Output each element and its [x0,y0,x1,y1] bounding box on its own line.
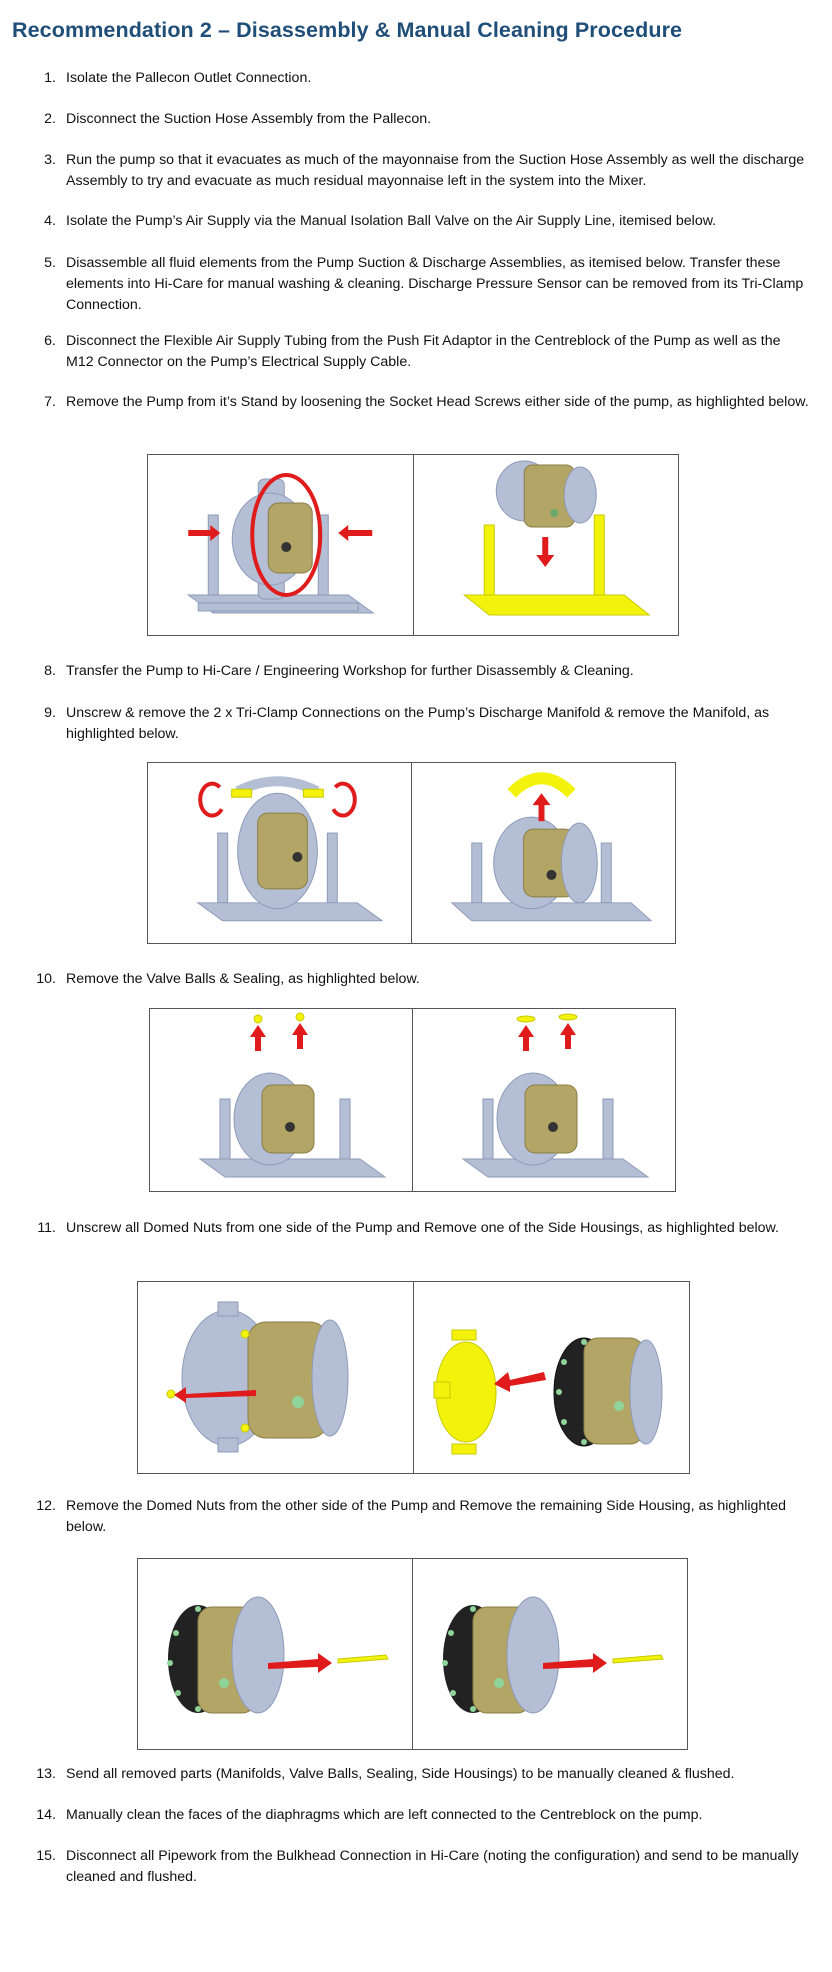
step-number: 2. [44,111,56,127]
step-number: 8. [44,663,56,679]
step-number: 10. [36,971,56,987]
figure-panel-lift-manifold [411,763,675,943]
stand [450,842,653,922]
step-number: 1. [44,70,56,86]
step-text: Send all removed parts (Manifolds, Valve… [66,1766,735,1782]
figure-panel-sealing [412,1009,675,1191]
step-text: Disconnect the Flexible Air Supply Tubin… [66,333,781,370]
red-arrow-up [532,793,551,822]
step-text: Run the pump so that it evacuates as muc… [66,152,805,189]
step-text: Isolate the Pump’s Air Supply via the Ma… [66,213,717,229]
step-number: 9. [44,705,56,721]
green-nuts [167,1606,201,1712]
step-text: Disassemble all fluid elements from the … [66,255,804,313]
sealing-illustration [461,1013,650,1178]
step-text: Isolate the Pallecon Outlet Connection. [66,70,312,86]
pump-body [495,460,597,528]
valve-balls-illustration [198,1012,387,1178]
domed-nuts [166,1329,250,1433]
pump-on-stand-illustration [186,473,375,614]
step-number: 12. [36,1498,56,1514]
step-number: 6. [44,333,56,349]
yellow-side-housing [433,1329,497,1455]
yellow-manifold [507,772,576,798]
step-number: 5. [44,255,56,271]
step-text: Manually clean the faces of the diaphrag… [66,1807,703,1823]
rotation-arrows [198,781,357,818]
manifold-lift-illustration [450,772,653,922]
side-housing-removed-illustration [433,1329,663,1455]
figure-panel-remove-remaining-housing [412,1559,687,1749]
domed-nuts-removal-illustration [166,1301,349,1453]
green-nuts [442,1606,476,1712]
page-title: Recommendation 2 – Disassembly & Manual … [12,18,683,42]
stand [196,832,384,922]
yellow-stud [612,1654,664,1664]
figure-remove-pump-from-stand [147,454,679,636]
figure-panel-loosen-screws [148,455,413,635]
yellow-clamps [231,788,324,798]
pump-body [168,1596,285,1714]
seals [516,1013,578,1023]
valve-balls [253,1012,305,1024]
yellow-stand [462,514,651,616]
yellow-stud [337,1654,389,1664]
red-arrow-right [543,1653,607,1673]
step-number: 3. [44,152,56,168]
red-arrows [188,525,373,541]
step-number: 14. [36,1807,56,1823]
step-text: Disconnect the Suction Hose Assembly fro… [66,111,432,127]
step-number: 11. [37,1220,56,1236]
figure-panel-remove-domed-nuts [138,1282,413,1473]
pump-body [235,776,320,910]
remaining-nuts-illustration-b [442,1596,664,1714]
green-nuts [556,1339,587,1445]
step-text: Transfer the Pump to Hi-Care / Engineeri… [66,663,634,679]
stand [198,1098,387,1178]
pump-body [493,816,598,910]
red-arrow-left [494,1372,546,1392]
figure-panel-unscrew-tri-clamps [148,763,411,943]
pump-lifted-illustration [462,460,651,616]
tri-clamp-unscrew-illustration [196,776,384,922]
red-arrows-up [518,1023,576,1051]
step-number: 15. [36,1848,56,1864]
pump-body [247,1319,349,1439]
figure-remove-discharge-manifold [147,762,676,944]
pump-body [443,1596,560,1714]
stand [461,1098,650,1178]
pump-remaining [553,1337,663,1447]
step-text: Remove the Pump from it’s Stand by loose… [66,394,809,410]
pump-body [233,1072,315,1166]
red-arrows-up [250,1023,308,1051]
step-number: 7. [44,394,56,410]
red-arrow-right [268,1653,332,1673]
step-number: 13. [36,1766,56,1782]
figure-panel-side-housing-removed [413,1282,689,1473]
red-arrow-left [174,1387,256,1403]
step-text: Remove the Domed Nuts from the other sid… [66,1498,787,1535]
figure-panel-remove-nuts-other-side [138,1559,412,1749]
red-arrow-down [535,537,554,567]
pump-body [496,1072,578,1166]
figure-remove-first-side-housing [137,1281,690,1474]
step-text: Unscrew & remove the 2 x Tri-Clamp Conne… [66,705,770,742]
step-number: 4. [44,213,56,229]
rotation-arrow [250,473,323,597]
figure-panel-lift-pump [412,455,679,635]
figure-remove-valve-balls [149,1008,676,1192]
remaining-nuts-illustration-a [167,1596,389,1714]
figure-panel-valve-balls [150,1009,412,1191]
step-text: Disconnect all Pipework from the Bulkhea… [66,1848,799,1885]
pump-body [231,478,313,600]
figure-remove-second-side-housing [137,1558,688,1750]
step-text: Unscrew all Domed Nuts from one side of … [66,1220,779,1236]
step-text: Remove the Valve Balls & Sealing, as hig… [66,971,420,987]
